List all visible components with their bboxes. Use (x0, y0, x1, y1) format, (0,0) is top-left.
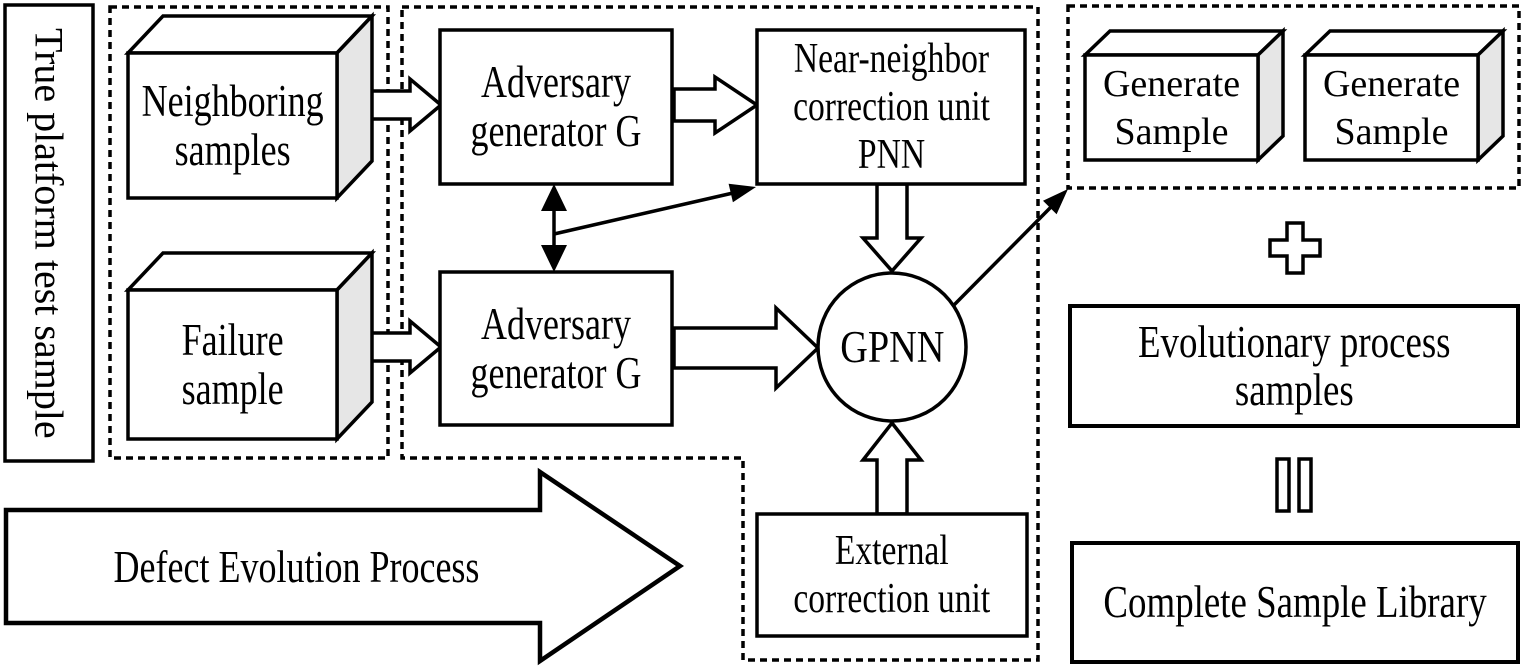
defect-process-arrow (3, 467, 685, 666)
double-headed-arrow (541, 184, 567, 272)
failure-sample-box (123, 248, 377, 444)
adversary-generator-bottom-box (438, 270, 674, 427)
adversary-generator-top-box (438, 28, 674, 186)
generator-to-pnn-arrow (553, 183, 756, 236)
output-group-outline (1066, 4, 1521, 190)
near-neighbor-unit-box (755, 28, 1027, 186)
generator-to-gpnn-block-arrow (672, 303, 821, 393)
external-correction-box (755, 512, 1029, 638)
plus-icon (1268, 221, 1322, 275)
generate-sample-box-2 (1300, 26, 1508, 165)
true-platform-box (3, 3, 95, 463)
complete-library-box (1070, 541, 1520, 664)
failure-to-generator-arrow (368, 317, 444, 377)
neighboring-samples-box (123, 11, 377, 203)
neighboring-to-generator-arrow (368, 75, 444, 135)
equals-icon (1275, 457, 1313, 513)
generate-sample-box-1 (1080, 26, 1288, 165)
pnn-to-gpnn-block-arrow (859, 182, 925, 274)
external-to-gpnn-block-arrow (859, 420, 925, 516)
input-group-outline (108, 5, 390, 460)
gpnn-to-output-arrow (952, 189, 1068, 307)
gan-group-outline (400, 5, 1040, 662)
evolutionary-samples-box (1068, 304, 1520, 428)
gpnn-circle (816, 271, 968, 423)
generator-to-pnn-block-arrow (672, 73, 761, 137)
